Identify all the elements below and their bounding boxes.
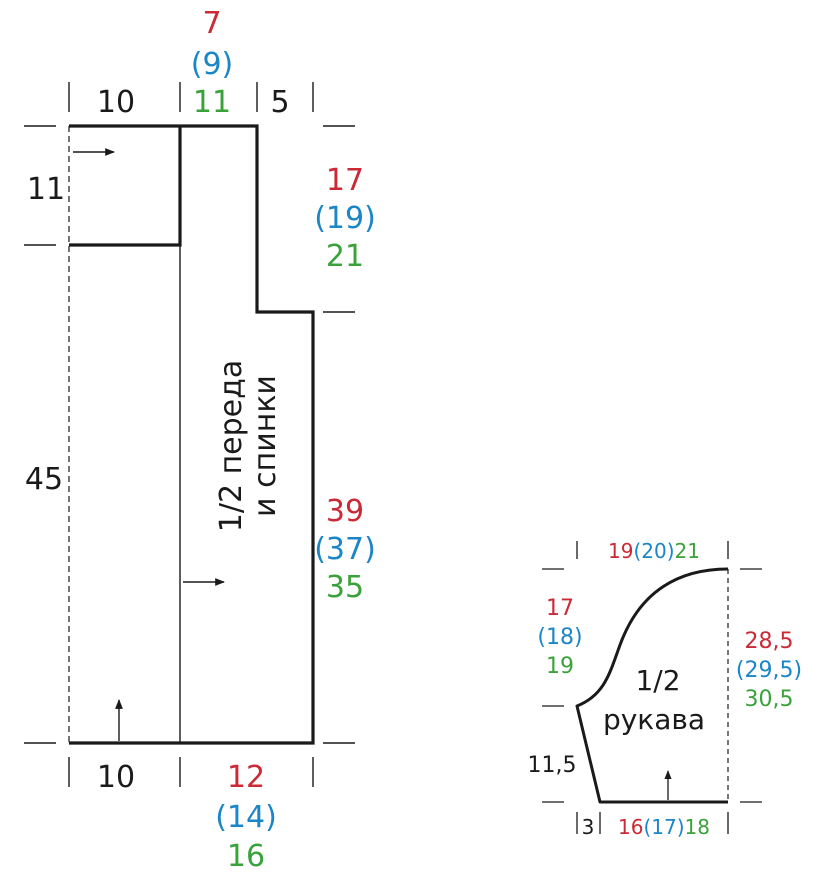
sleeve-cap-red: 17	[546, 596, 574, 621]
body-neck-red: 7	[202, 6, 221, 41]
body-armhole-red: 17	[326, 163, 364, 198]
body-piece: 10 7 (9) 11 5 11 45 17 (19) 21 39 (37) 3…	[24, 6, 376, 874]
body-bottom-blue: (14)	[215, 800, 277, 835]
body-bottom-red: 12	[227, 760, 265, 795]
body-side-length: 45	[25, 462, 63, 497]
body-neck-green: 11	[193, 85, 231, 120]
sleeve-cap-blue: (18)	[537, 625, 582, 650]
sleeve-piece: 19(20)21 17 (18) 19 28,5 (29,5) 30,5 11,…	[528, 539, 803, 839]
sleeve-top-blue: (20)	[633, 539, 674, 563]
sleeve-lower-left: 11,5	[528, 753, 577, 778]
sleeve-top-width: 19(20)21	[608, 539, 700, 563]
body-side-red: 39	[326, 494, 364, 529]
body-armhole-blue: (19)	[314, 201, 376, 236]
sleeve-label-line1: 1/2	[635, 664, 680, 697]
body-label-line1: 1/2 переда	[214, 360, 249, 533]
body-side-green: 35	[326, 570, 364, 605]
body-armhole-green: 21	[326, 239, 364, 274]
body-neck-depth: 11	[27, 172, 65, 207]
sleeve-top-green: 21	[675, 539, 700, 563]
sleeve-bottom-green: 18	[685, 815, 710, 839]
body-top-left-width: 10	[97, 85, 135, 120]
sleeve-top-red: 19	[608, 539, 633, 563]
sleeve-label-line2: рукава	[603, 703, 705, 736]
sleeve-side-red: 28,5	[745, 629, 794, 654]
sleeve-cuff-offset: 3	[582, 815, 595, 839]
sleeve-bottom-red: 16	[618, 815, 643, 839]
body-outline	[69, 124, 315, 745]
body-label-line2: и спинки	[248, 375, 283, 517]
sleeve-bottom-width: 16(17)18	[618, 815, 710, 839]
body-bottom-green: 16	[227, 839, 265, 874]
body-side-blue: (37)	[314, 532, 376, 567]
body-neckline	[69, 126, 182, 247]
sleeve-side-blue: (29,5)	[736, 658, 802, 683]
body-bottom-left: 10	[97, 760, 135, 795]
sleeve-cap-green: 19	[546, 654, 574, 679]
sleeve-bottom-blue: (17)	[643, 815, 684, 839]
sleeve-side-green: 30,5	[745, 687, 794, 712]
body-shoulder: 5	[270, 85, 289, 120]
body-neck-blue: (9)	[191, 47, 234, 82]
sleeve-outline	[575, 567, 729, 804]
